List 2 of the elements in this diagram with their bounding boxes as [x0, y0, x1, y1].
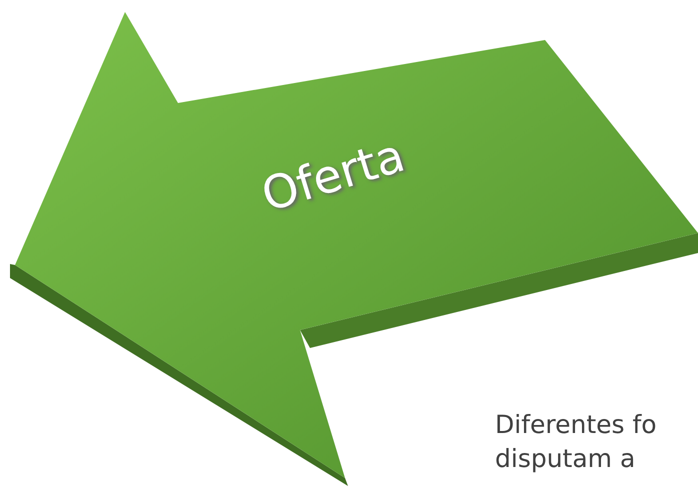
- arrow-label: Oferta: [255, 128, 411, 222]
- description-text: Diferentes fo disputam a: [495, 409, 658, 475]
